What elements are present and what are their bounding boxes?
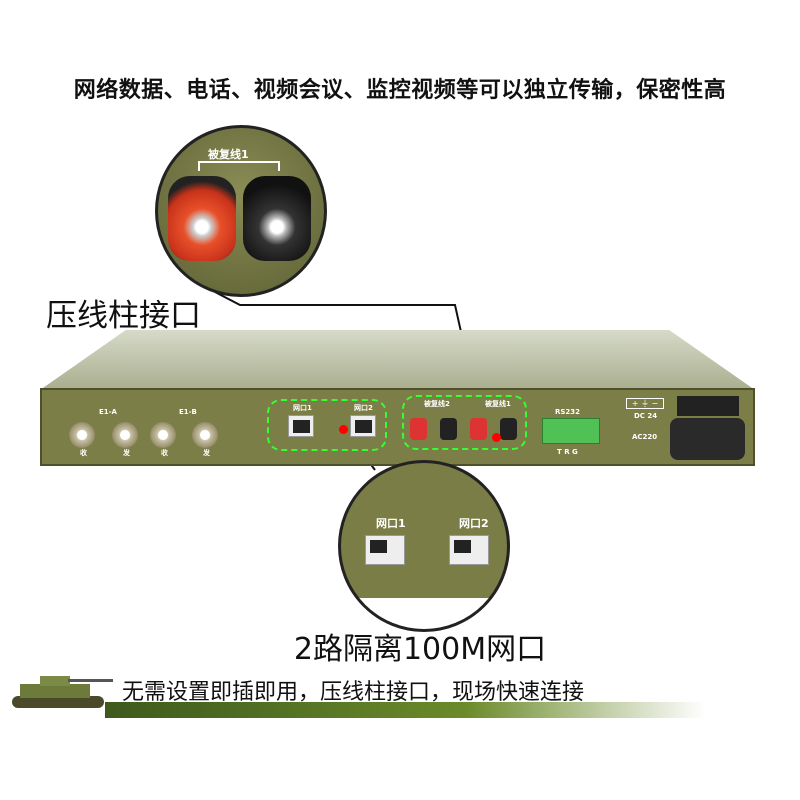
binding-post-callout: 被复线1 [155,125,327,297]
e1a-label: E1-A [99,408,117,416]
black-binding-post [243,176,311,261]
callout-port2-label: 网口2 [459,517,489,530]
net1-label: 网口1 [293,404,312,412]
device-top-panel [40,330,755,390]
red-post-1[interactable] [470,418,487,440]
ac-label: AC220 [632,433,658,441]
network-port-callout: 网口1 网口2 [338,460,510,632]
binding-post-title: 压线柱接口 [46,298,201,334]
callout-marker [339,425,348,434]
tx-label: 发 [123,449,130,457]
ac-power-socket[interactable] [670,418,745,460]
binding-post-group [402,395,527,450]
bnc-e1b-rx[interactable] [150,422,176,448]
inset-label: 被复线1 [208,148,249,161]
headline: 网络数据、电话、视频会议、监控视频等可以独立传输，保密性高 [73,78,727,103]
net2-label: 网口2 [354,404,373,412]
callout-marker [492,433,501,442]
tx-label: 发 [203,449,210,457]
bnc-e1b-tx[interactable] [192,422,218,448]
bnc-e1a-rx[interactable] [69,422,95,448]
bracket [198,161,280,171]
e1b-label: E1-B [179,408,197,416]
rj45-port-2[interactable] [350,415,376,437]
dc-terminal-block[interactable] [677,396,739,416]
network-port-group [267,399,387,451]
red-binding-post [168,176,236,261]
rj45-port-1[interactable] [288,415,314,437]
callout-rj45-1 [365,535,405,565]
network-port-title: 2路隔离100M网口 [293,632,547,667]
callout-port1-label: 网口1 [376,517,406,530]
bnc-e1a-tx[interactable] [112,422,138,448]
decorative-bar [105,702,705,718]
device-front-panel: E1-A E1-B 收 发 收 发 网口1 网口2 被复线2 被复线1 RS23… [40,388,755,466]
rx-label: 收 [80,449,87,457]
red-post-2[interactable] [410,418,427,440]
tagline: 无需设置即插即用，压线柱接口，现场快速连接 [122,680,585,705]
dc-label: DC 24 [634,412,658,420]
rs232-terminal[interactable] [542,418,600,444]
dc-terminal-symbols: + ⏚ − [626,398,664,409]
tank-icon [12,676,113,708]
rs232-label: RS232 [555,408,581,416]
callout-background [341,598,507,629]
line1-label: 被复线1 [485,400,511,408]
black-post-1[interactable] [500,418,517,440]
line2-label: 被复线2 [424,400,450,408]
black-post-2[interactable] [440,418,457,440]
rs232-pins-label: T R G [557,448,578,456]
callout-rj45-2 [449,535,489,565]
rx-label: 收 [161,449,168,457]
